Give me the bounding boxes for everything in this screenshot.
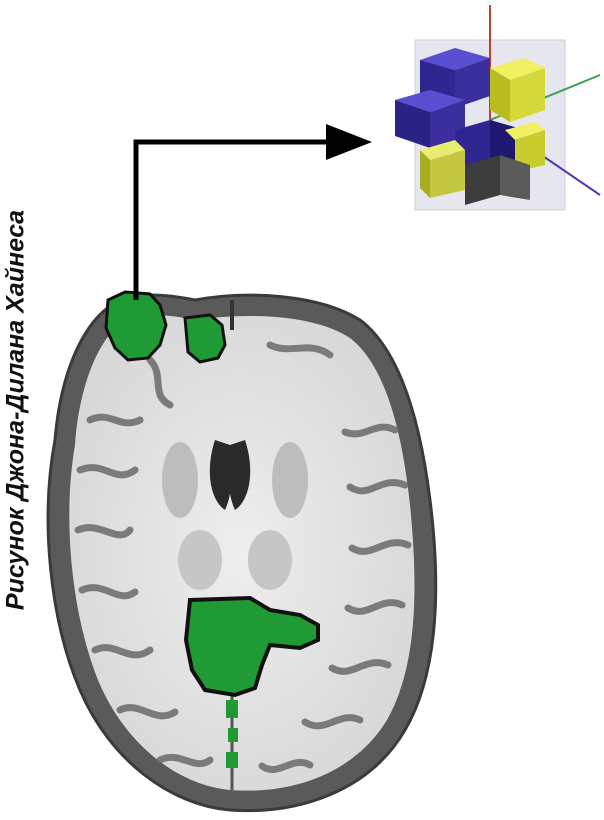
frontal-activation-right: [183, 313, 227, 364]
posterior-activation-trail-3: [226, 752, 238, 768]
frontal-activation-left: [104, 290, 168, 362]
brain-axial-slice: [46, 293, 438, 813]
activation-clusters: [104, 290, 320, 768]
posterior-activation: [183, 595, 320, 698]
posterior-activation-trail-1: [226, 700, 238, 718]
arrow-right-icon: [133, 124, 372, 300]
posterior-activation-trail-2: [228, 728, 238, 742]
voxel-pattern-cube-icon: [395, 5, 601, 211]
